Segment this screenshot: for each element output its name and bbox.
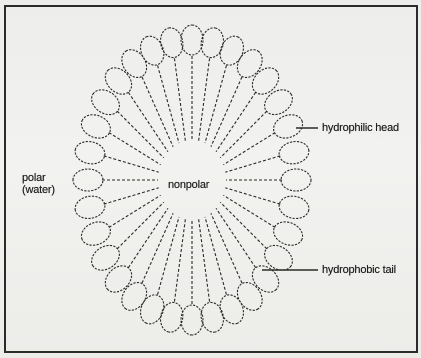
hydrophobic-tail <box>158 65 179 143</box>
hydrophilic-head <box>232 278 267 315</box>
hydrophilic-head <box>100 261 137 298</box>
hydrophobic-tail <box>128 208 168 267</box>
hydrophobic-tail <box>216 92 256 151</box>
hydrophilic-head <box>100 63 137 100</box>
hydrophilic-head <box>270 218 306 250</box>
hydrophobic-tail <box>174 58 185 140</box>
polar-label: polar <box>22 172 45 184</box>
hydrophilic-head <box>181 25 203 55</box>
hydrophilic-head <box>270 111 306 143</box>
hydrophilic-head <box>73 139 107 166</box>
hydrophilic-head <box>158 26 185 60</box>
hydrophilic-head <box>73 194 107 221</box>
hydrophilic-head <box>78 218 114 250</box>
hydrophilic-head <box>232 45 267 82</box>
hydrophilic-head <box>216 291 248 327</box>
hydrophobic-tail <box>223 133 275 165</box>
hydrophilic-head <box>216 33 248 69</box>
hydrophilic-head <box>87 240 124 275</box>
hydrophobic-tail <box>225 156 280 172</box>
hydrophobic-tail <box>104 156 159 172</box>
hydrophobic-tail <box>205 217 226 295</box>
hydrophilic-head <box>117 45 152 82</box>
hydrophilic-head <box>78 111 114 143</box>
hydrophobic-tail <box>104 188 159 204</box>
hydrophobic-tail <box>174 219 185 301</box>
hydrophobic-tail <box>199 58 210 140</box>
hydrophobic-tail <box>109 195 161 227</box>
hydrophobic-tail <box>109 133 161 165</box>
hydrophilic-head <box>281 169 311 191</box>
hydrophilic-head-label: hydrophilic head <box>322 122 399 134</box>
hydrophilic-head <box>277 194 311 221</box>
hydrophilic-head <box>247 63 284 100</box>
hydrophilic-head <box>136 33 168 69</box>
hydrophilic-head <box>73 169 103 191</box>
hydrophobic-tail <box>223 195 275 227</box>
hydrophilic-head <box>136 291 168 327</box>
hydrophilic-head <box>181 305 203 335</box>
hydrophobic-tail-label: hydrophobic tail <box>322 264 396 276</box>
hydrophobic-tail <box>128 92 168 151</box>
hydrophilic-head <box>277 139 311 166</box>
hydrophilic-head <box>260 85 297 120</box>
hydrophobic-tail <box>205 65 226 143</box>
hydrophobic-tail <box>225 188 280 204</box>
hydrophobic-tail <box>158 217 179 295</box>
water-label: (water) <box>22 184 55 196</box>
hydrophilic-head <box>117 278 152 315</box>
nonpolar-label: nonpolar <box>168 179 209 191</box>
label-pointers <box>262 128 318 270</box>
hydrophilic-head <box>247 261 284 298</box>
hydrophobic-tail <box>199 219 210 301</box>
hydrophilic-head <box>199 300 226 334</box>
hydrophobic-tail <box>216 208 256 267</box>
